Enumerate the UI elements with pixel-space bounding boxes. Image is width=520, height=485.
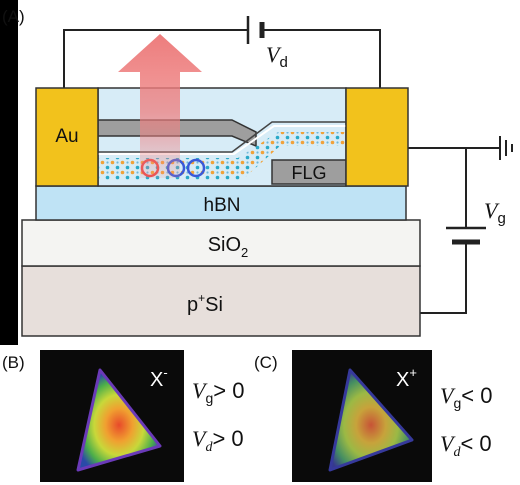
pl-map-b-flake — [76, 368, 162, 472]
flg-contact — [271, 159, 347, 185]
substrate-label: p+Si — [187, 291, 223, 316]
map-c-condition-1: Vg< 0 — [440, 383, 492, 411]
ground-symbol — [499, 136, 513, 160]
oxide-label: SiO2 — [208, 234, 249, 260]
drain-voltage-label: Vd — [266, 42, 288, 71]
oxide-layer — [21, 219, 421, 267]
panel-b-label: (B) — [2, 353, 25, 372]
map-c-condition-2: Vd< 0 — [440, 431, 492, 460]
left-frame — [0, 0, 18, 345]
map-b-condition-1: Vg> 0 — [192, 378, 244, 406]
drain-battery-symbol — [246, 16, 265, 44]
gate-battery-symbol — [446, 226, 486, 245]
au-label: Au — [55, 126, 78, 147]
emission-arrow — [118, 34, 202, 178]
pl-map-b-species: X- — [150, 365, 168, 391]
panel-a-label: (A) — [2, 7, 25, 26]
gate-voltage-label: Vg — [484, 198, 506, 227]
map-b-condition-2: Vd> 0 — [192, 426, 244, 455]
left-au-electrode — [35, 87, 99, 187]
drain-circuit — [63, 29, 381, 88]
gate-circuit — [408, 147, 500, 314]
pl-map-c-species: X+ — [396, 365, 417, 391]
panel-c-label: (C) — [254, 353, 278, 372]
flg-label: FLG — [291, 163, 326, 183]
right-au-electrode — [345, 87, 409, 187]
hbn-label: hBN — [204, 195, 241, 216]
pl-map-c-flake — [328, 368, 414, 472]
